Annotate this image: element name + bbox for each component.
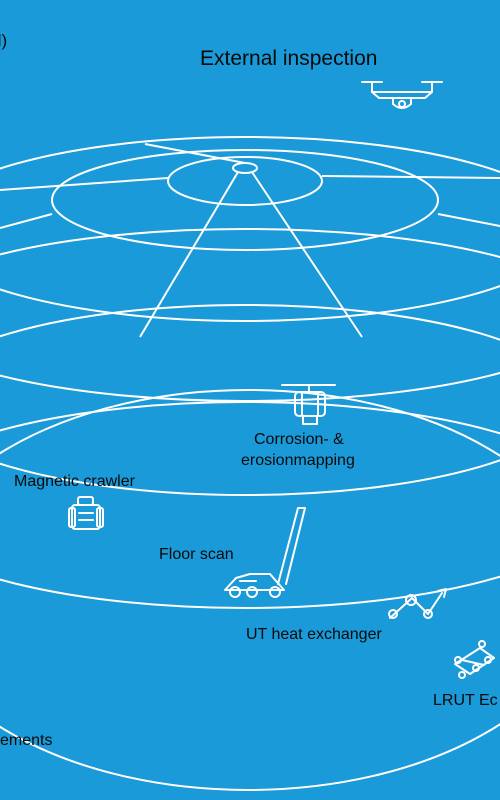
corner-label-fragment: d) xyxy=(0,31,8,50)
corrosion-label-line2: erosionmapping xyxy=(241,452,355,469)
magnetic-crawler-icon xyxy=(68,496,104,530)
floor-scan-label: Floor scan xyxy=(159,546,234,563)
tank-ring-2 xyxy=(0,304,500,496)
corrosion-label-line1: Corrosion- & xyxy=(254,431,344,448)
ements-label: ements xyxy=(0,732,53,749)
floor-scanner-icon xyxy=(224,507,306,598)
drone-icon xyxy=(361,81,443,109)
tank-ring-1 xyxy=(0,228,500,402)
roof-spoke xyxy=(437,213,500,227)
roof-ring-outer xyxy=(0,136,500,322)
robotic-arm-icon xyxy=(388,588,447,619)
roof-ring-inner xyxy=(167,156,323,206)
ut-heat-exchanger-label: UT heat exchanger xyxy=(246,626,382,643)
lrut-label: LRUT Ec xyxy=(433,692,498,709)
roof-spoke xyxy=(321,175,500,179)
scanner-head-icon xyxy=(281,384,336,425)
roof-ring-middle xyxy=(51,149,439,251)
roof-spoke xyxy=(139,171,239,338)
roof-spoke xyxy=(144,143,246,164)
magnetic-crawler-label: Magnetic crawler xyxy=(14,473,135,490)
floor-ring xyxy=(0,401,500,609)
tank-rings xyxy=(0,136,500,791)
roof-spoke xyxy=(0,177,169,191)
roof-spoke xyxy=(0,213,53,229)
roof-spoke xyxy=(251,171,363,338)
lrut-crawler-icon xyxy=(454,640,495,679)
external-inspection-label: External inspection xyxy=(200,47,378,70)
outer-floor-ring xyxy=(0,389,500,791)
roof-ring-center xyxy=(232,162,258,174)
roof-spokes xyxy=(0,143,500,338)
